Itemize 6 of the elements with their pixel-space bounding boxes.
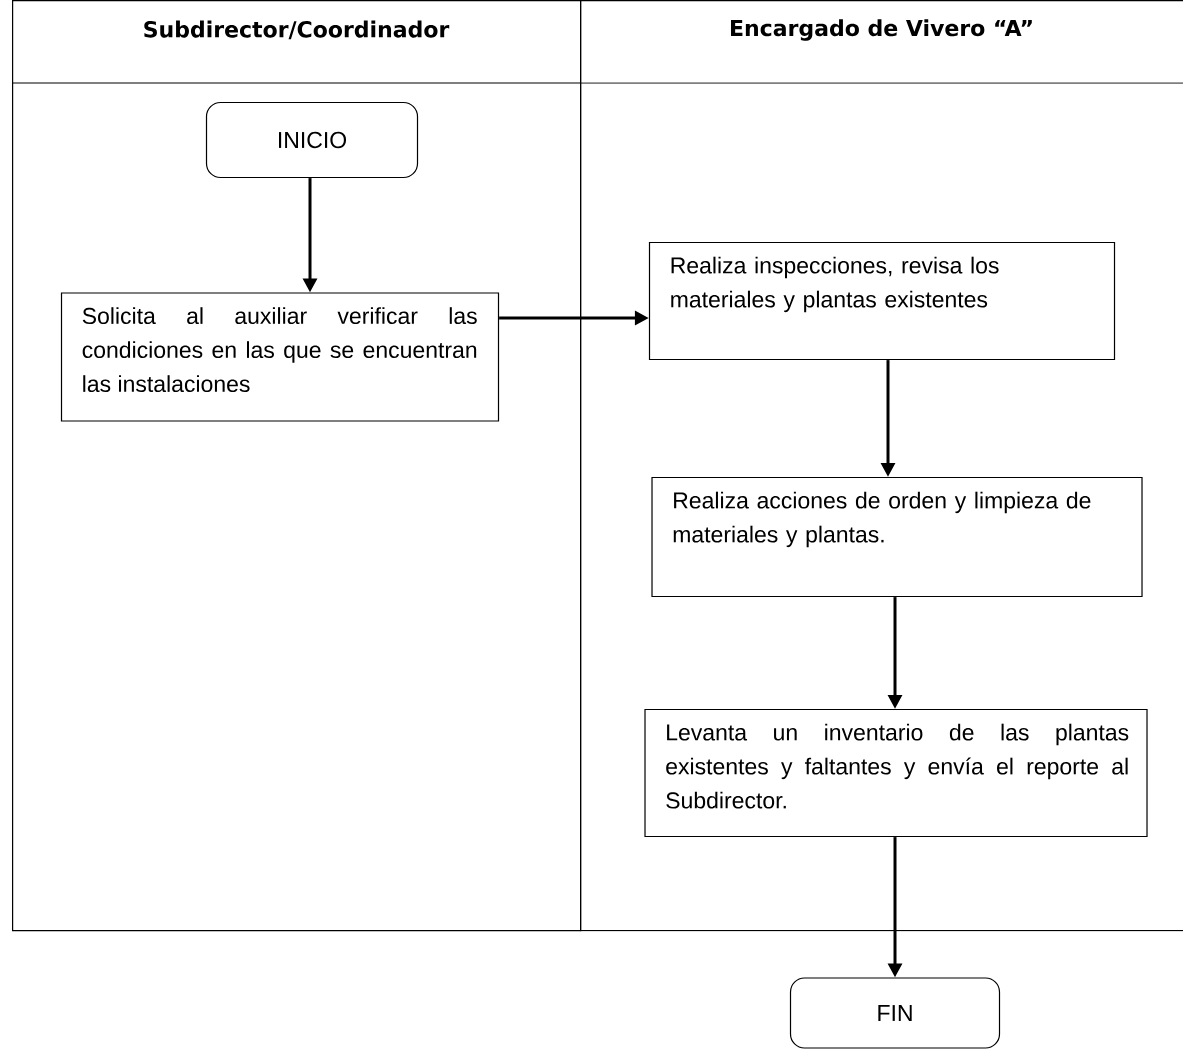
process-box: Realiza acciones de orden y limpieza de materiales y plantas. — [651, 476, 1143, 598]
process-box: Levanta un inventario de las plantas existentes y faltantes y envía el reporte al Subdirector. — [644, 708, 1148, 838]
process-box: Realiza inspecciones, revisa los materiales y plantas existentes — [648, 241, 1116, 361]
terminal-box: FIN — [789, 977, 1001, 1049]
process-box: Solicita al auxiliar verificar las condiciones en las que se encuentran las instalaciones — [60, 292, 500, 422]
terminal-box: INICIO — [205, 101, 419, 179]
